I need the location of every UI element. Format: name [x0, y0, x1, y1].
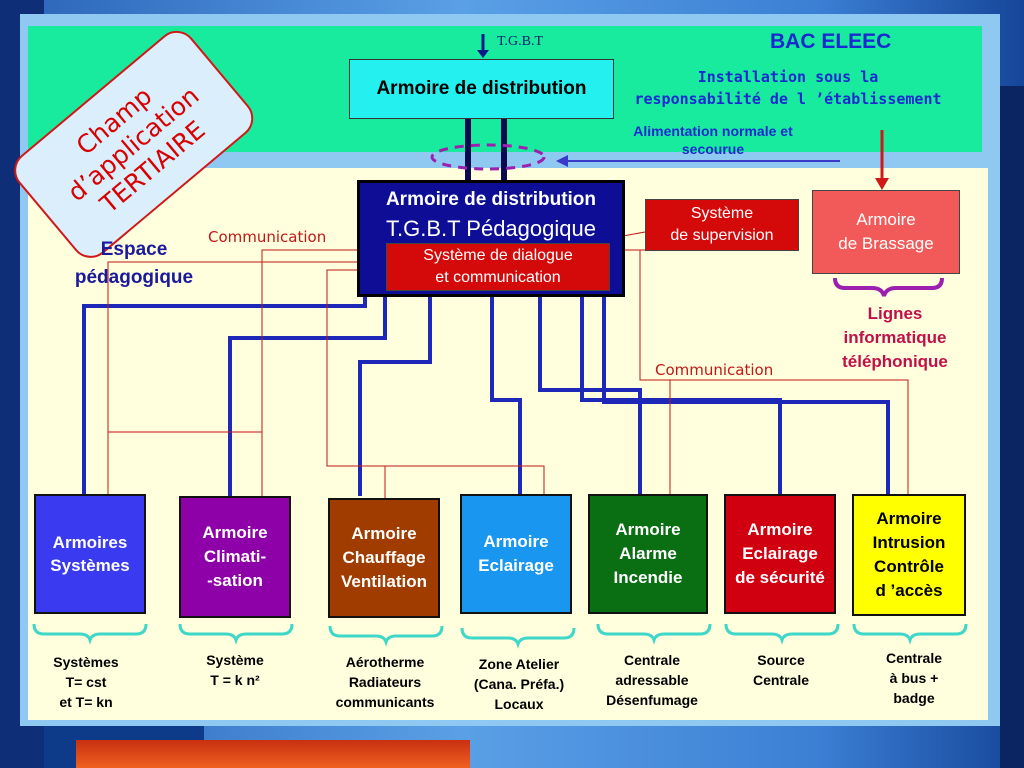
caption-chauffage: Aérotherme Radiateurs communicants [335, 654, 435, 710]
cabinet-chauffage-ventilation: Armoire Chauffage Ventilation [328, 498, 440, 618]
systeme-supervision-box: Système de supervision [645, 199, 799, 251]
caption-intrusion: Centrale à bus + badge [885, 650, 943, 706]
bottom-red-bar [76, 740, 470, 768]
alimentation-note: Alimentation normale et secourue [633, 123, 793, 157]
bac-eleec-title: BAC ELEEC [770, 30, 892, 53]
right-background-strip [1000, 86, 1024, 768]
caption-alarme: Centrale adressable Désenfumage [606, 652, 698, 708]
cabinet-alarme-incendie: Armoire Alarme Incendie [588, 494, 708, 614]
installation-note: Installation sous la responsabilité de l… [634, 68, 942, 108]
caption-eclairage: Zone Atelier (Cana. Préfa.) Locaux [473, 656, 565, 712]
cabinet-armoires-systemes: Armoires Systèmes [34, 494, 146, 614]
tgbt-subtitle: T.G.B.T Pédagogique [386, 216, 596, 241]
espace-pedagogique-label: Espace pédagogique [74, 239, 194, 288]
communication-label-right: Communication [655, 361, 774, 379]
caption-eclairage-securite: Source Centrale [752, 652, 810, 688]
armoire-brassage-box: Armoire de Brassage [812, 190, 960, 274]
cabinet-eclairage: Armoire Eclairage [460, 494, 572, 614]
cabinet-intrusion-controle: Armoire Intrusion Contrôle d ’accès [852, 494, 966, 616]
caption-systemes: Systèmes T= cst et T= kn [53, 654, 119, 710]
cabinet-climatisation: Armoire Climati- -sation [179, 496, 291, 618]
systeme-dialogue-box: Système de dialogue et communication [386, 243, 610, 291]
lignes-informatique-label: Lignes informatique téléphonique [842, 304, 948, 371]
tgbt-label: T.G.B.T [497, 34, 544, 49]
cabinet-eclairage-securite: Armoire Eclairage de sécurité [724, 494, 836, 614]
caption-climatisation: Système T = k n² [206, 652, 264, 688]
tgbt-title: Armoire de distribution [385, 189, 597, 210]
armoire-distribution-top: Armoire de distribution [349, 59, 614, 119]
communication-label-left: Communication [208, 228, 327, 246]
